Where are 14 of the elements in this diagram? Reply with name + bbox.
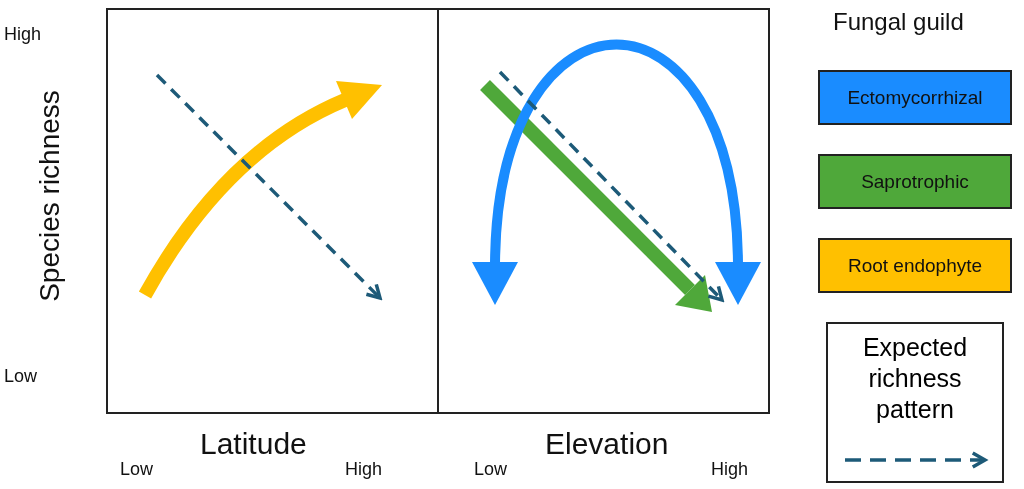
axis-title: Latitude [200, 427, 307, 461]
legend-label: Ectomycorrhizal [847, 86, 983, 109]
axis-label: Low [120, 459, 154, 480]
axis-title: Elevation [545, 427, 669, 461]
axis-label: High [4, 24, 42, 45]
axis-label: Low [474, 459, 508, 480]
axis-label: Low [4, 366, 38, 387]
axis-label: High [711, 459, 749, 480]
legend-label: Root endophyte [847, 254, 983, 277]
axis-label: High [345, 459, 383, 480]
legend-label: Expected richness pattern [861, 332, 969, 425]
legend-label: Saprotrophic [861, 170, 969, 193]
legend-title: Fungal guild [833, 8, 964, 36]
axis-title: Species richness [34, 89, 66, 304]
